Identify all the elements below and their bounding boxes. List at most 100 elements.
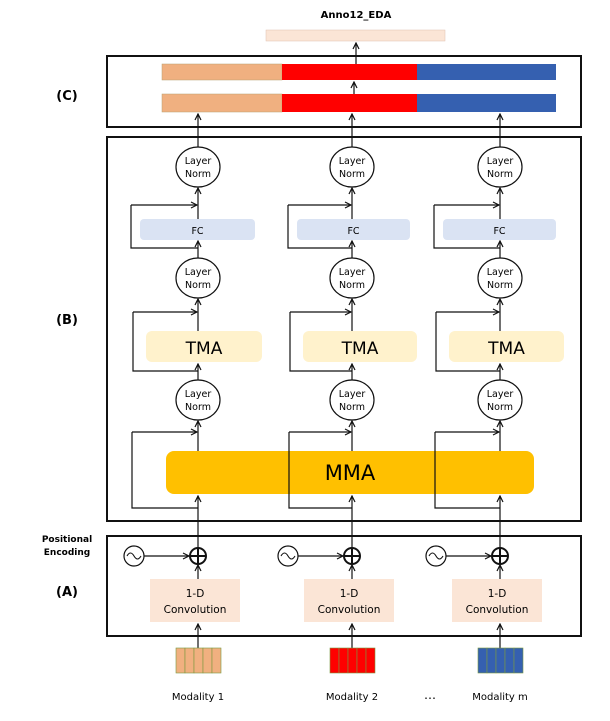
fc-block bbox=[140, 219, 255, 240]
layer-norm-text-2: Norm bbox=[487, 402, 513, 413]
section-b-box bbox=[106, 136, 582, 522]
fc-residual bbox=[287, 205, 352, 249]
fusion-segment-modality-m bbox=[417, 64, 556, 80]
input-cell bbox=[356, 647, 367, 674]
mma-residual bbox=[288, 432, 352, 509]
fc-label: FC bbox=[347, 226, 359, 237]
modality-1-label: Modality 1 bbox=[172, 692, 224, 703]
layer-norm-node bbox=[175, 146, 221, 188]
conv-label-line1: 1-D bbox=[186, 588, 205, 600]
add-icon bbox=[343, 547, 361, 565]
layer-norm-text-1: Layer bbox=[339, 267, 366, 278]
fusion-segment-modality-1 bbox=[161, 93, 283, 113]
modality-2-input bbox=[329, 647, 376, 674]
section-c-box bbox=[106, 55, 582, 128]
section-a-box bbox=[106, 535, 582, 637]
layer-norm-text-2: Norm bbox=[339, 280, 365, 291]
fusion-segment-modality-1 bbox=[161, 63, 283, 81]
tma-block bbox=[449, 331, 564, 362]
conv-label-line1: 1-D bbox=[488, 588, 507, 600]
add-icon bbox=[189, 547, 207, 565]
conv-label-line1: 1-D bbox=[340, 588, 359, 600]
fusion-bar-bottom bbox=[161, 93, 556, 113]
conv-label-line2: Convolution bbox=[466, 604, 529, 616]
ellipsis: … bbox=[424, 688, 436, 702]
mma-residual bbox=[131, 432, 198, 509]
input-cell bbox=[338, 647, 349, 674]
modality-1-input bbox=[175, 647, 222, 674]
layer-norm-text-1: Layer bbox=[185, 156, 212, 167]
fusion-bar-top bbox=[161, 63, 556, 81]
fusion-segment-modality-2 bbox=[282, 64, 417, 80]
layer-norm-node bbox=[477, 146, 523, 188]
input-cell bbox=[193, 647, 204, 674]
layer-norm-node bbox=[329, 257, 375, 299]
positional-encoding-label-line1: Positional bbox=[42, 535, 92, 545]
layer-norm-text-1: Layer bbox=[339, 156, 366, 167]
positional-encoding-sine-icon bbox=[277, 545, 299, 567]
tma-label: TMA bbox=[341, 339, 379, 359]
input-cell bbox=[329, 647, 340, 674]
layer-norm-node bbox=[329, 379, 375, 421]
layer-norm-node bbox=[477, 379, 523, 421]
modality-3-input bbox=[477, 647, 524, 674]
layer-norm-text-2: Norm bbox=[487, 280, 513, 291]
positional-encoding-label-line2: Encoding bbox=[44, 548, 90, 558]
tma-residual bbox=[289, 312, 352, 372]
fusion-segment-modality-2 bbox=[282, 94, 417, 112]
positional-encoding-sine-icon bbox=[123, 545, 145, 567]
fc-block bbox=[443, 219, 556, 240]
conv-label-line2: Convolution bbox=[318, 604, 381, 616]
input-cell bbox=[486, 647, 497, 674]
input-cell bbox=[347, 647, 358, 674]
column-3: LayerNormFCLayerNormTMALayerNorm1-DConvo… bbox=[425, 114, 564, 703]
input-cell bbox=[477, 647, 488, 674]
column-2: LayerNormFCLayerNormTMALayerNorm1-DConvo… bbox=[277, 114, 417, 703]
fc-label: FC bbox=[493, 226, 505, 237]
layer-norm-node bbox=[477, 257, 523, 299]
layer-norm-text-1: Layer bbox=[487, 156, 514, 167]
layer-norm-text-2: Norm bbox=[487, 169, 513, 180]
layer-norm-text-1: Layer bbox=[185, 389, 212, 400]
section-b-label: (B) bbox=[56, 313, 78, 328]
modality-3-label: Modality m bbox=[472, 692, 528, 703]
layer-norm-text-2: Norm bbox=[185, 402, 211, 413]
tma-residual bbox=[132, 312, 198, 372]
conv-block bbox=[452, 579, 542, 622]
layer-norm-text-2: Norm bbox=[339, 402, 365, 413]
conv-block bbox=[150, 579, 240, 622]
conv-block bbox=[304, 579, 394, 622]
layer-norm-text-1: Layer bbox=[185, 267, 212, 278]
tma-block bbox=[303, 331, 417, 362]
fc-label: FC bbox=[191, 226, 203, 237]
fc-block bbox=[297, 219, 410, 240]
layer-norm-text-1: Layer bbox=[339, 389, 366, 400]
layer-norm-text-2: Norm bbox=[185, 169, 211, 180]
output-bar bbox=[265, 29, 446, 42]
modality-2-label: Modality 2 bbox=[326, 692, 378, 703]
tma-label: TMA bbox=[487, 339, 525, 359]
tma-residual bbox=[435, 312, 500, 372]
output-label: Anno12_EDA bbox=[321, 10, 392, 21]
layer-norm-text-2: Norm bbox=[339, 169, 365, 180]
positional-encoding-sine-icon bbox=[425, 545, 447, 567]
fc-residual bbox=[130, 205, 198, 249]
layer-norm-text-1: Layer bbox=[487, 267, 514, 278]
input-cell bbox=[211, 647, 222, 674]
fc-residual bbox=[433, 205, 500, 249]
layer-norm-node bbox=[175, 379, 221, 421]
conv-label-line2: Convolution bbox=[164, 604, 227, 616]
section-a-label: (A) bbox=[56, 585, 78, 600]
mma-block bbox=[166, 451, 534, 494]
tma-label: TMA bbox=[185, 339, 223, 359]
